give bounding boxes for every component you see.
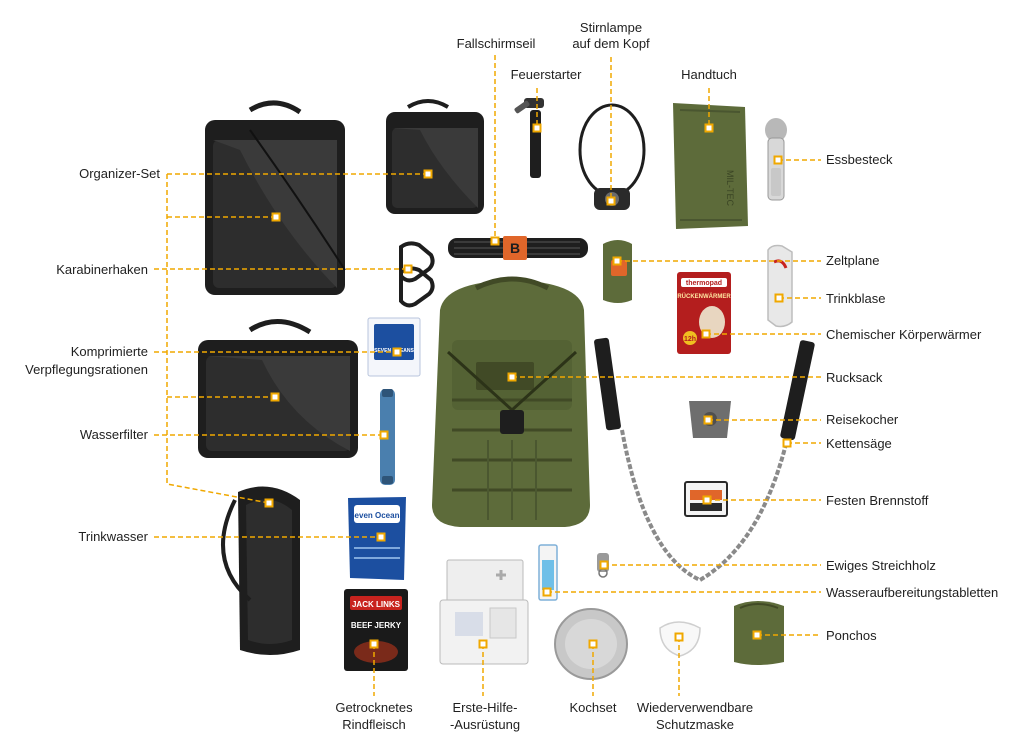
label-komprimierte-line2: Verpflegungsrationen — [25, 362, 148, 377]
label-stirnlampe-line2: auf dem Kopf — [572, 36, 650, 51]
marker-reisekocher — [703, 415, 713, 425]
fire-starter — [514, 98, 544, 178]
warmer-hours: 12h — [684, 336, 696, 343]
label-kettensaege: Kettensäge — [826, 436, 892, 451]
marker-trinkblase — [774, 293, 784, 303]
leader-markers — [264, 123, 792, 649]
label-ewiges-streichholz: Ewiges Streichholz — [826, 558, 936, 573]
label-komprimierte-line1: Komprimierte — [71, 344, 148, 359]
paracord-bundle: B — [448, 236, 588, 260]
label-organizer-set: Organizer-Set — [79, 166, 160, 181]
marker-erste-hilfe — [478, 639, 488, 649]
marker-fallschirmseil — [490, 236, 500, 246]
marker-kochset — [588, 639, 598, 649]
marker-trinkwasser — [376, 532, 386, 542]
towel-brand: MIL-TEC — [725, 170, 735, 207]
marker-stirnlampe — [606, 196, 616, 206]
marker-schutzmaske — [674, 632, 684, 642]
towel: MIL-TEC — [673, 103, 748, 229]
marker-feuerstarter — [532, 123, 542, 133]
label-handtuch: Handtuch — [681, 67, 737, 82]
label-koerperwaermer: Chemischer Körperwärmer — [826, 327, 982, 342]
label-fallschirmseil: Fallschirmseil — [457, 36, 536, 51]
tarp-pouch — [603, 240, 632, 303]
label-wasserfilter: Wasserfilter — [80, 427, 149, 442]
label-zeltplane: Zeltplane — [826, 253, 879, 268]
organizer-bag-medium — [198, 319, 358, 458]
label-rindfleisch-line1: Getrocknetes — [335, 700, 413, 715]
label-trinkwasser: Trinkwasser — [78, 529, 148, 544]
label-trinkblase: Trinkblase — [826, 291, 885, 306]
marker-tabletten — [542, 587, 552, 597]
marker-organizer-large — [271, 212, 281, 222]
seven-oceans-label-2: Seven OceanS — [349, 511, 405, 520]
food-rations-pack: SEVEN OCEANS — [367, 317, 421, 377]
paracord-logo: B — [510, 240, 520, 256]
marker-organizer-medium — [270, 392, 280, 402]
marker-kettensaege — [782, 438, 792, 448]
label-erste-hilfe-line2: -Ausrüstung — [450, 717, 520, 732]
jack-links-brand: JACK LINKS — [352, 600, 401, 609]
label-essbesteck: Essbesteck — [826, 152, 893, 167]
label-reisekocher: Reisekocher — [826, 412, 899, 427]
marker-essbesteck — [773, 155, 783, 165]
marker-rindfleisch — [369, 639, 379, 649]
beef-jerky-text: BEEF JERKY — [351, 621, 402, 630]
label-schutzmaske-line1: Wiederverwendbare — [637, 700, 753, 715]
label-festen-brennstoff: Festen Brennstoff — [826, 493, 929, 508]
marker-rucksack — [507, 372, 517, 382]
marker-ponchos — [752, 630, 762, 640]
marker-verpflegung — [392, 347, 402, 357]
marker-organizer-small — [423, 169, 433, 179]
backpack — [432, 276, 590, 527]
water-tablets — [538, 544, 558, 601]
body-warmer: thermopad RÜCKENWÄRMER 12h — [677, 272, 731, 354]
label-rindfleisch-line2: Rindfleisch — [342, 717, 406, 732]
pocket-chainsaw — [594, 337, 815, 583]
marker-organizer-long — [264, 498, 274, 508]
carabiners — [399, 241, 435, 308]
warmer-text: RÜCKENWÄRMER — [677, 293, 731, 300]
label-rucksack: Rucksack — [826, 370, 883, 385]
first-aid-kit — [439, 559, 529, 665]
marker-brennstoff — [702, 495, 712, 505]
label-erste-hilfe-line1: Erste-Hilfe- — [452, 700, 517, 715]
marker-karabinerhaken — [403, 264, 413, 274]
hydration-bladder — [767, 244, 793, 328]
beef-jerky-pack: JACK LINKS BEEF JERKY — [344, 589, 408, 671]
label-schutzmaske-line2: Schutzmaske — [656, 717, 734, 732]
marker-zeltplane — [612, 256, 622, 266]
thermopad-brand: thermopad — [686, 280, 722, 287]
marker-handtuch — [704, 123, 714, 133]
marker-streichholz — [599, 560, 609, 570]
cutlery — [765, 118, 787, 201]
marker-wasserfilter — [379, 430, 389, 440]
label-ponchos: Ponchos — [826, 628, 877, 643]
organizer-bag-long — [221, 486, 300, 655]
organizer-bag-large — [205, 100, 346, 295]
marker-koerperwaermer — [701, 329, 711, 339]
label-karabinerhaken: Karabinerhaken — [56, 262, 148, 277]
label-kochset: Kochset — [570, 700, 617, 715]
organizer-bag-small — [386, 99, 484, 214]
label-wasseraufbereitungstabletten: Wasseraufbereitungstabletten — [826, 585, 998, 600]
leader-lines — [154, 55, 821, 696]
label-stirnlampe-line1: Stirnlampe — [580, 20, 642, 35]
headlamp — [578, 103, 646, 210]
label-feuerstarter: Feuerstarter — [511, 67, 582, 82]
